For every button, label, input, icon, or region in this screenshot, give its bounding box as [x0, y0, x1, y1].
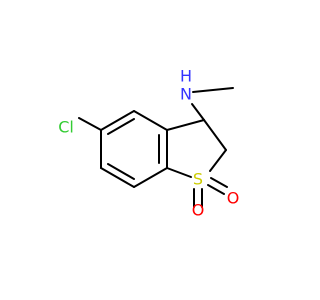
bond-c3-c2 — [203, 119, 227, 151]
bond-c3a-c3 — [166, 119, 205, 131]
aromatic-double-bond-c7-c6 — [107, 163, 135, 180]
sulfonyl-double-bond-right-1 — [210, 177, 228, 188]
bond-c4-c3a — [133, 110, 168, 131]
bond-c7-c6 — [100, 167, 135, 188]
bond-layer — [78, 87, 234, 208]
bond-c3-n — [191, 103, 205, 121]
bond-c7a-c7 — [133, 167, 168, 188]
chemical-structure-diagram: Cl N H S O O — [58, 67, 239, 220]
sulfonyl-double-bond-right-2 — [207, 184, 225, 195]
nitrogen-atom-label: N — [180, 85, 192, 104]
bond-c2-s1 — [209, 149, 227, 172]
bond-n-methyl — [192, 87, 234, 93]
chlorine-atom-label: Cl — [58, 118, 74, 137]
aromatic-double-bond-c5-c4 — [107, 118, 135, 135]
sulfonyl-oxygen-bottom-label: O — [192, 201, 205, 220]
bond-c5-c4 — [100, 110, 135, 131]
sulfur-atom-label: S — [193, 170, 203, 189]
bond-c5-cl — [78, 117, 102, 131]
atom-label-layer: Cl N H S O O — [58, 67, 239, 220]
amine-hydrogen-label: H — [180, 67, 192, 86]
bond-s1-c7a — [166, 167, 192, 178]
sulfonyl-oxygen-right-label: O — [227, 189, 240, 208]
